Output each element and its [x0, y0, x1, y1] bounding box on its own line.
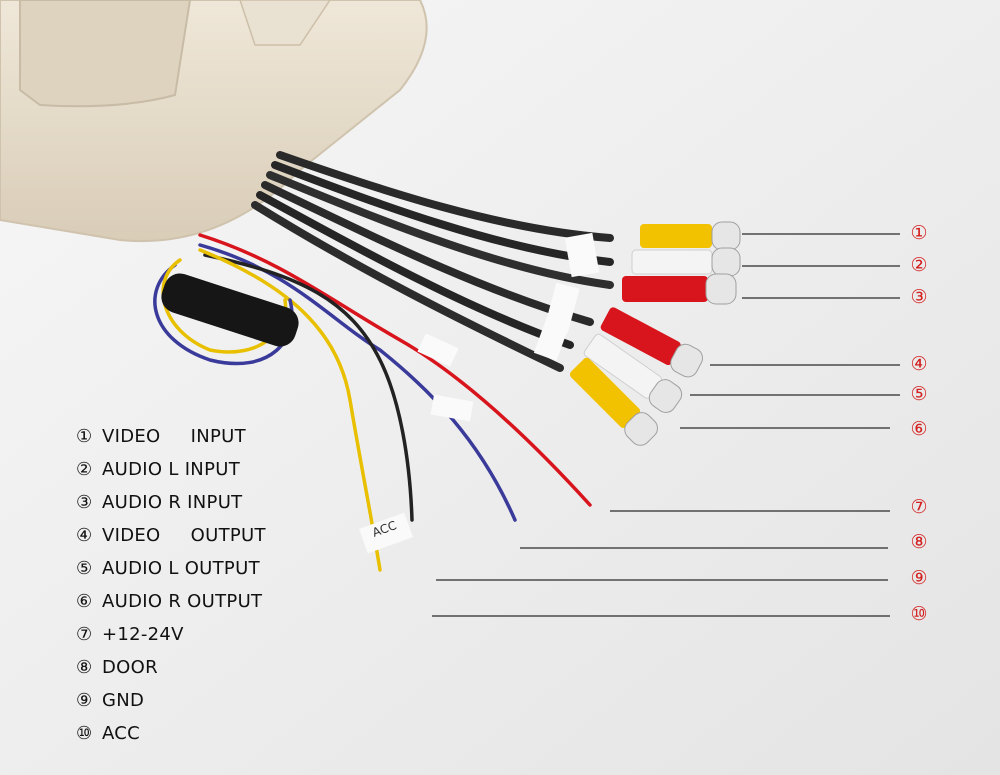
callout-number-5: ⑤: [910, 383, 928, 405]
legend-number: ⑧: [76, 657, 93, 678]
legend-number: ⑨: [76, 690, 93, 711]
legend-number: ③: [76, 492, 93, 513]
callout-number-3: ③: [910, 286, 928, 308]
monitor-housing: [0, 0, 428, 243]
av-cable-bundle: [251, 151, 614, 372]
callout-number-2: ②: [910, 254, 928, 276]
legend-item: ⑥ AUDIO R OUTPUT: [76, 585, 396, 618]
legend-label: AUDIO L OUTPUT: [102, 558, 260, 579]
callout-number-1: ①: [910, 222, 928, 244]
legend-item: ③ AUDIO R INPUT: [76, 486, 396, 519]
legend-label: ACC: [102, 723, 141, 744]
legend-label: AUDIO R OUTPUT: [102, 591, 263, 612]
fuse-holder: [161, 273, 299, 347]
legend-label: AUDIO L INPUT: [102, 459, 240, 480]
callout-number-6: ⑥: [910, 418, 928, 440]
rca-output-plugs: [569, 307, 703, 446]
callout-number-9: ⑨: [910, 567, 928, 589]
legend-label: VIDEO OUTPUT: [102, 525, 266, 546]
callout-number-10: ⑩: [910, 603, 928, 625]
legend-number: ①: [76, 426, 93, 447]
wire-tags: [359, 333, 474, 554]
legend-number: ⑦: [76, 624, 93, 645]
wiring-legend: ① VIDEO INPUT ② AUDIO L INPUT ③ AUDIO R INP…: [76, 420, 396, 750]
legend-number: ②: [76, 459, 93, 480]
legend-item: ⑤ AUDIO L OUTPUT: [76, 552, 396, 585]
callout-lines: [432, 233, 900, 617]
callout-number-8: ⑧: [910, 531, 928, 553]
cable-labels: [533, 232, 600, 361]
legend-item: ① VIDEO INPUT: [76, 420, 396, 453]
legend-label: GND: [102, 690, 145, 711]
legend-label: AUDIO R INPUT: [102, 492, 243, 513]
legend-number: ⑩: [76, 723, 93, 744]
legend-number: ⑤: [76, 558, 93, 579]
legend-item: ⑧ DOOR: [76, 651, 396, 684]
legend-number: ⑥: [76, 591, 93, 612]
rca-input-plugs: [622, 221, 741, 305]
legend-label: VIDEO INPUT: [102, 426, 246, 447]
power-wires: [153, 233, 592, 572]
legend-item: ⑦ +12-24V: [76, 618, 396, 651]
legend-item: ④ VIDEO OUTPUT: [76, 519, 396, 552]
legend-item: ② AUDIO L INPUT: [76, 453, 396, 486]
callout-number-7: ⑦: [910, 496, 928, 518]
acc-tag: [359, 512, 413, 554]
legend-label: DOOR: [102, 657, 158, 678]
legend-item: ⑩ ACC: [76, 717, 396, 750]
legend-item: ⑨ GND: [76, 684, 396, 717]
legend-label: +12-24V: [102, 624, 184, 645]
legend-number: ④: [76, 525, 93, 546]
callout-number-4: ④: [910, 353, 928, 375]
